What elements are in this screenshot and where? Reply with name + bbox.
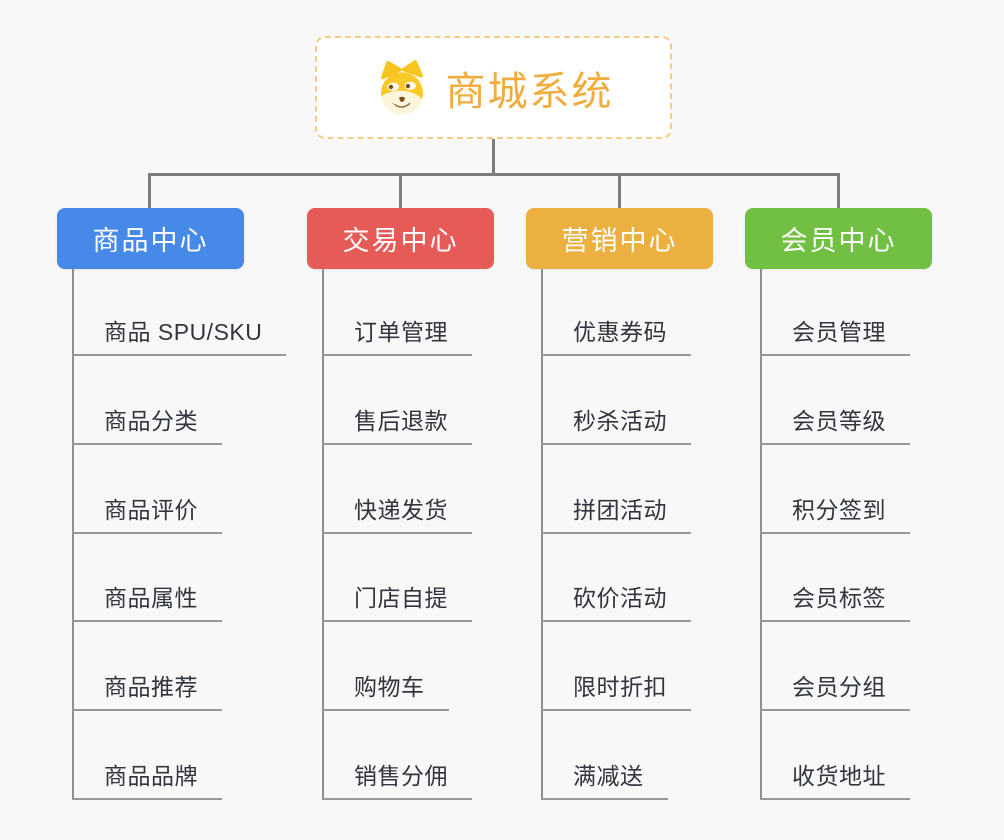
leaf-node[interactable]: 订单管理 xyxy=(322,316,472,356)
branch-box-product-center[interactable]: 商品中心 xyxy=(57,208,244,269)
branch-children-product-center: 商品 SPU/SKU 商品分类 商品评价 商品属性 商品推荐 商品品牌 xyxy=(57,269,297,804)
leaf-node[interactable]: 满减送 xyxy=(541,760,668,800)
leaf-node[interactable]: 商品属性 xyxy=(72,582,222,622)
leaf-node[interactable]: 秒杀活动 xyxy=(541,405,691,445)
branch-label: 交易中心 xyxy=(342,226,459,256)
leaf-node[interactable]: 商品分类 xyxy=(72,405,222,445)
branch-children-trade-center: 订单管理 售后退款 快递发货 门店自提 购物车 销售分佣 xyxy=(307,269,547,804)
leaf-node[interactable]: 砍价活动 xyxy=(541,582,691,622)
leaf-node[interactable]: 限时折扣 xyxy=(541,671,691,711)
leaf-node[interactable]: 购物车 xyxy=(322,671,449,711)
leaf-node[interactable]: 商品推荐 xyxy=(72,671,222,711)
leaf-node[interactable]: 会员标签 xyxy=(760,582,910,622)
leaf-node[interactable]: 收货地址 xyxy=(760,760,910,800)
branch-children-marketing-center: 优惠券码 秒杀活动 拼团活动 砍价活动 限时折扣 满减送 xyxy=(526,269,766,804)
branch-box-member-center[interactable]: 会员中心 xyxy=(745,208,932,269)
leaf-node[interactable]: 商品评价 xyxy=(72,494,222,534)
branch-trunk-line xyxy=(760,269,762,799)
root-node[interactable]: 商城系统 xyxy=(315,36,672,139)
leaf-node[interactable]: 快递发货 xyxy=(322,494,472,534)
leaf-node[interactable]: 拼团活动 xyxy=(541,494,691,534)
leaf-node[interactable]: 会员管理 xyxy=(760,316,910,356)
branch-box-marketing-center[interactable]: 营销中心 xyxy=(526,208,713,269)
branch-label: 会员中心 xyxy=(780,226,897,256)
branch-label: 营销中心 xyxy=(561,226,678,256)
leaf-node[interactable]: 售后退款 xyxy=(322,405,472,445)
branch-children-member-center: 会员管理 会员等级 积分签到 会员标签 会员分组 收货地址 xyxy=(745,269,985,804)
leaf-node[interactable]: 门店自提 xyxy=(322,582,472,622)
doge-icon xyxy=(380,59,423,114)
leaf-node[interactable]: 销售分佣 xyxy=(322,760,472,800)
leaf-node[interactable]: 商品品牌 xyxy=(72,760,222,800)
leaf-node[interactable]: 会员分组 xyxy=(760,671,910,711)
root-title: 商城系统 xyxy=(445,69,614,114)
leaf-node[interactable]: 优惠券码 xyxy=(541,316,691,356)
leaf-node[interactable]: 积分签到 xyxy=(760,494,910,534)
branch-trunk-line xyxy=(72,269,74,799)
branch-trunk-line xyxy=(322,269,324,799)
leaf-node[interactable]: 商品 SPU/SKU xyxy=(72,316,287,356)
leaf-node[interactable]: 会员等级 xyxy=(760,405,910,445)
branch-label: 商品中心 xyxy=(92,226,209,256)
branch-box-trade-center[interactable]: 交易中心 xyxy=(307,208,494,269)
branch-trunk-line xyxy=(541,269,543,799)
